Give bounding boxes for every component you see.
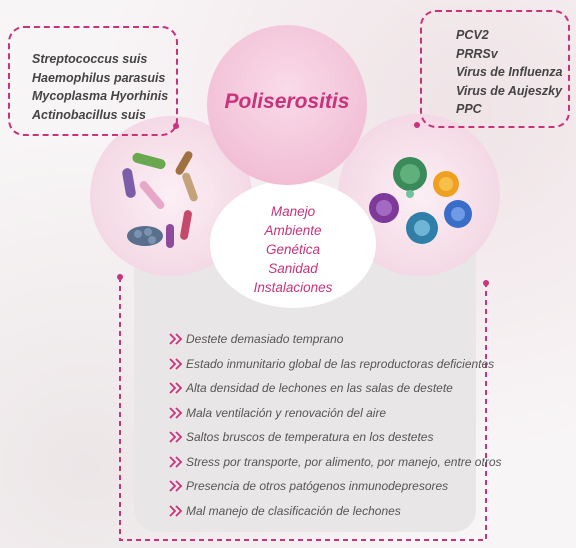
double-chevron-icon	[169, 431, 183, 443]
double-chevron-icon	[169, 382, 183, 394]
virus-list: PCV2 PRRSv Virus de Influenza Virus de A…	[456, 26, 563, 119]
causes-connector	[119, 277, 487, 541]
factors-circle	[210, 180, 376, 308]
virus-item: PPC	[456, 102, 482, 116]
bacteria-box-connector-dot	[173, 123, 179, 129]
double-chevron-icon	[169, 358, 183, 370]
double-chevron-icon	[169, 456, 183, 468]
right-connector-dot	[483, 280, 489, 286]
virus-box	[420, 10, 570, 128]
list-item: Mala ventilación y renovación del aire	[168, 401, 502, 426]
bacteria-item: Streptococcus suis	[32, 52, 148, 66]
bacteria-box	[8, 26, 178, 136]
bacteria-item: Haemophilus parasuis	[32, 70, 166, 85]
factor-item: Genética	[265, 242, 321, 257]
cause-text: Alta densidad de lechones en las salas d…	[186, 381, 453, 396]
cause-text: Presencia de otros patógenos inmunodepre…	[186, 479, 449, 494]
list-item: Saltos bruscos de temperatura en los des…	[168, 425, 502, 450]
list-item: Stress por transporte, por alimento, por…	[168, 450, 502, 475]
cause-text: Mala ventilación y renovación del aire	[186, 405, 387, 420]
bacteria-list: Streptococcus suis Haemophilus parasuis …	[32, 50, 168, 124]
list-item: Destete demasiado temprano	[168, 327, 502, 352]
double-chevron-icon	[169, 505, 183, 517]
diagram-title: Poliserositis	[224, 90, 350, 113]
cause-text: Destete demasiado temprano	[186, 332, 344, 347]
list-item: Alta densidad de lechones en las salas d…	[168, 376, 502, 401]
virus-box-connector-dot	[414, 122, 420, 128]
title-circle	[207, 25, 367, 185]
double-chevron-icon	[169, 333, 183, 345]
bacteria-icon	[122, 151, 198, 248]
factor-item: Sanidad	[268, 261, 318, 276]
virus-item: PCV2	[456, 28, 489, 42]
virus-item: PRRSv	[456, 46, 498, 61]
virus-item: Virus de Aujeszky	[456, 83, 563, 98]
factor-item: Ambiente	[264, 223, 322, 238]
double-chevron-icon	[169, 480, 183, 492]
cause-text: Estado inmunitario global de las reprodu…	[186, 356, 495, 371]
bacteria-item: Actinobacillus suis	[32, 107, 146, 122]
list-item: Presencia de otros patógenos inmunodepre…	[168, 474, 502, 499]
list-item: Estado inmunitario global de las reprodu…	[168, 352, 502, 377]
list-item: Mal manejo de clasificación de lechones	[168, 499, 502, 524]
cause-text: Saltos bruscos de temperatura en los des…	[186, 430, 434, 445]
cause-text: Mal manejo de clasificación de lechones	[186, 503, 401, 518]
bacteria-item: Mycoplasma Hyorhinis	[32, 89, 169, 103]
factor-item: Manejo	[270, 204, 316, 219]
causes-list: Destete demasiado temprano Estado inmuni…	[168, 327, 502, 523]
factor-item: Instalaciones	[253, 280, 333, 295]
factors-list: Manejo Ambiente Genética Sanidad Instala…	[238, 202, 348, 297]
left-connector-dot	[117, 274, 123, 280]
virus-icon	[369, 157, 472, 244]
double-chevron-icon	[169, 407, 183, 419]
virus-item: Virus de Influenza	[456, 65, 563, 79]
cause-text: Stress por transporte, por alimento, por…	[186, 454, 502, 469]
